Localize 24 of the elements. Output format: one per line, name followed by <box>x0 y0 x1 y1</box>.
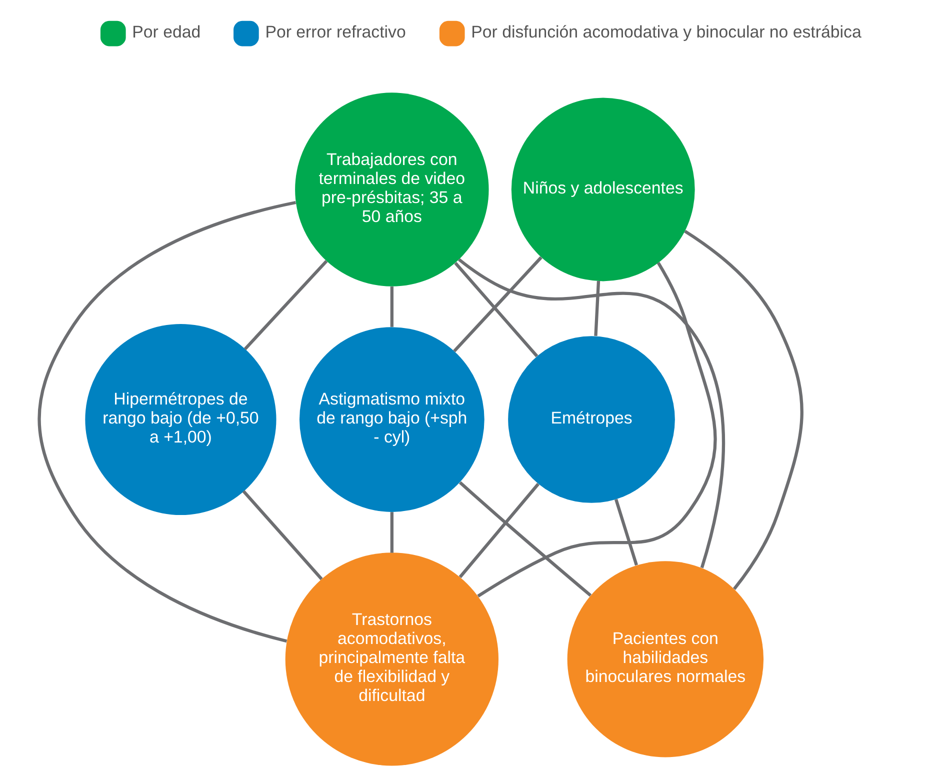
connector <box>477 262 717 598</box>
connector <box>458 482 540 578</box>
connector <box>614 498 638 566</box>
node-circle: Emétropes <box>508 336 675 503</box>
connector <box>390 286 394 327</box>
node-circle: Trabajadores con terminales de video pre-présbitas; 35 a 50 años <box>295 92 489 286</box>
node-circle: Trastornos acomodativos, principalmente falta de flexibilidad y dificultad <box>285 552 498 766</box>
connector <box>594 280 600 336</box>
connector <box>684 230 804 590</box>
node-circle: Astigmatismo mixto de rango bajo (+sph - cyl) <box>299 327 484 512</box>
connector <box>390 512 394 553</box>
connector <box>242 490 323 580</box>
connector <box>244 260 328 350</box>
legend-label: Por error refractivo <box>265 22 406 42</box>
legend-label: Por edad <box>132 22 201 42</box>
legend-label: Por disfunción acomodativa y binocular no estrábica <box>471 22 862 42</box>
node-circle: Niños y adolescentes <box>511 98 695 282</box>
connector <box>454 262 538 358</box>
node-circle: Hipermétropes de rango bajo (de +0,50 a +1,00) <box>85 324 276 516</box>
node-circle: Pacientes con habilidades binoculares normales <box>567 561 764 758</box>
connector <box>453 256 542 352</box>
connector <box>38 200 296 643</box>
connector <box>458 258 726 568</box>
connector <box>458 481 592 597</box>
